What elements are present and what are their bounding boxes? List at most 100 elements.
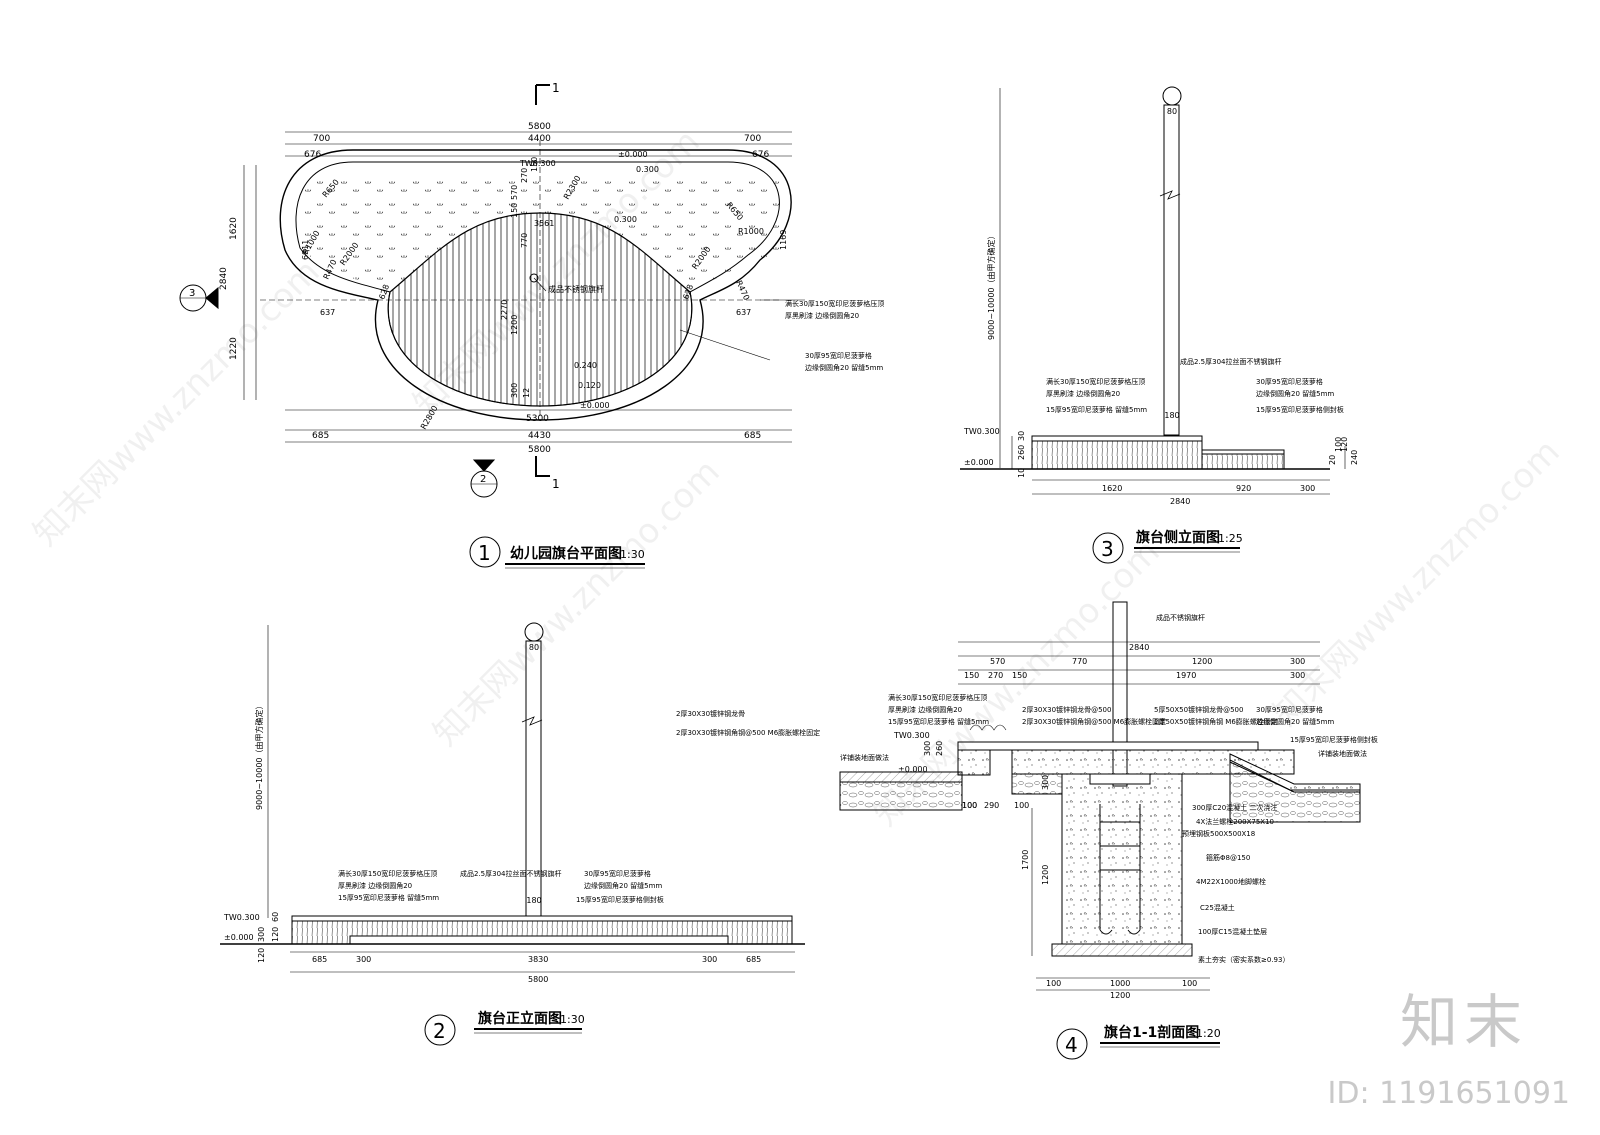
front-base [349, 935, 729, 945]
section-dim-top: 270 [988, 671, 1003, 680]
plan-dim-top-total: 5800 [528, 122, 551, 132]
plan-dim-top: 700 [744, 134, 761, 144]
plan-level: ±0.000 [618, 150, 648, 159]
section-dim-foot: 100 [962, 801, 977, 810]
front-dim-left: 120 [257, 948, 266, 963]
section-found-note: 4X法兰螺栓200X75X10 [1196, 817, 1274, 826]
section-title-number: 4 [1065, 1033, 1078, 1057]
side-planter [1031, 438, 1203, 470]
section-found-note: 100厚C15混凝土垫层 [1198, 927, 1267, 936]
front-title-bubble [424, 1014, 456, 1046]
section-foundation [1061, 773, 1183, 945]
section-mark-top [535, 84, 550, 105]
plan-dim-bottom: 5800 [528, 445, 551, 455]
section-dim-top: 1970 [1176, 671, 1196, 680]
side-pole [1163, 104, 1180, 436]
plan-title-number: 1 [478, 541, 491, 565]
plan-dim-inner: 637 [320, 308, 335, 317]
section-gravel-left [839, 781, 963, 811]
section-ground-right-label: 详铺装地面做法 [1318, 749, 1367, 758]
section-note-mid2: 5厚50X50镀锌钢龙骨@500 [1154, 705, 1243, 714]
front-pole-ball [524, 622, 544, 642]
front-elevation [220, 622, 805, 973]
side-texts: 80 180 9000~10000（由甲方确定） 成品2.5厚304拉丝面不锈钢… [963, 107, 1359, 564]
plan-note-a: 满长30厚150宽印尼菠萝格压顶 [785, 299, 884, 308]
plan-radius: R1000 [738, 227, 764, 236]
plan-dim-top: 676 [752, 150, 769, 160]
front-note-mid: 30厚95宽印尼菠萝格 [584, 869, 651, 878]
section-texts: 成品不锈钢旗杆 2840 570 770 1200 300 150 270 15… [840, 613, 1378, 1060]
section-dim-top: 300 [1290, 671, 1305, 680]
front-dim-bottom: 685 [746, 955, 761, 964]
section-dim-top: 150 [964, 671, 979, 680]
front-ball-dim: 80 [529, 643, 539, 652]
section-dim-foot: 100 [1014, 801, 1029, 810]
side-step [1201, 451, 1285, 470]
section-scale: 1:20 [1196, 1027, 1221, 1040]
section-gravel-mid [1011, 773, 1063, 795]
side-note-left: 厚黑刷漆 边缘倒圆角20 [1046, 389, 1120, 398]
front-note-left: 满长30厚150宽印尼菠萝格压顶 [338, 869, 437, 878]
plan-dim-bottom: 4430 [528, 431, 551, 441]
plan-note-b: 边缘倒圆角20 留缝5mm [805, 363, 883, 372]
plan-level: 0.300 [636, 165, 659, 174]
plan-dim-bottom: 5300 [526, 414, 549, 424]
side-dim-right: 120 [1340, 437, 1349, 452]
section-dim-top: 570 [990, 657, 1005, 666]
front-note-left: 15厚95宽印尼菠萝格 留缝5mm [338, 893, 439, 902]
front-scale: 1:30 [560, 1013, 585, 1026]
section-note-right: 30厚95宽印尼菠萝格 [1256, 705, 1323, 714]
section-dim-bottom: 1200 [1110, 991, 1130, 1000]
front-pole-dim: 180 [526, 896, 541, 905]
front-dim-left: 300 [257, 927, 266, 942]
section-note-right2: 15厚95宽印尼菠萝格侧封板 [1290, 735, 1378, 744]
plan-dim-inner: 3561 [534, 219, 554, 228]
plan-elev3-label: 3 [189, 288, 195, 299]
section-deck [957, 741, 1259, 751]
section-dim-top: 150 [1012, 671, 1027, 680]
section-note-left: 15厚95宽印尼菠萝格 留缝5mm [888, 717, 989, 726]
side-title: 旗台侧立面图 [1136, 529, 1220, 546]
plan-note-a: 厚黑刷漆 边缘倒圆角20 [785, 311, 859, 320]
section-pole-label: 成品不锈钢旗杆 [1156, 613, 1205, 622]
side-dim-bottom: 1620 [1102, 484, 1122, 493]
side-pole-height: 9000~10000（由甲方确定） [986, 231, 996, 340]
section-dim-foot: 290 [984, 801, 999, 810]
plan-dim-inner: 150 [510, 203, 519, 218]
section-dim-left: 1200 [1041, 865, 1050, 885]
plan-dim-inner: 12 [522, 388, 531, 398]
plan-title: 幼儿园旗台平面图 [510, 545, 622, 562]
side-dim-right: 240 [1350, 450, 1359, 465]
section-dim-top: 770 [1072, 657, 1087, 666]
plan-dim-inner: 2270 [500, 300, 509, 320]
side-dim-bottom: 920 [1236, 484, 1251, 493]
section-found-note: 箍筋Φ8@150 [1206, 853, 1250, 862]
plan-dim-inner: 770 [520, 233, 529, 248]
side-dim-left: 30 [1017, 431, 1026, 441]
plan-view [179, 84, 805, 498]
plan-level: 0.240 [574, 361, 597, 370]
front-dim-bottom: 685 [312, 955, 327, 964]
section-mark-bottom [535, 456, 550, 477]
section-found-note: C25混凝土 [1200, 903, 1235, 912]
side-dim-left: 10 [1017, 468, 1026, 478]
side-pole-note: 成品2.5厚304拉丝面不锈钢旗杆 [1180, 357, 1282, 366]
side-note-left: 满长30厚150宽印尼菠萝格压顶 [1046, 377, 1145, 386]
plan-dim-inner: 270 [520, 168, 529, 183]
side-note-right: 边缘倒圆角20 留缝5mm [1256, 389, 1334, 398]
front-title: 旗台正立面图 [478, 1010, 562, 1027]
plan-dim-left: 2840 [219, 267, 229, 290]
side-dim-bottom: 2840 [1170, 497, 1190, 506]
plan-dim-inner: 6911 [301, 240, 310, 260]
section-dim-left: 300 [1041, 775, 1050, 790]
plan-pole-label: 成品不锈钢旗杆 [548, 284, 604, 294]
side-title-bubble [1092, 532, 1124, 564]
section-dim-top: 300 [1290, 657, 1305, 666]
section-dim-left: 1700 [1021, 850, 1030, 870]
section-level: ±0.000 [898, 765, 928, 774]
section-note-right: 边缘倒圆角20 留缝5mm [1256, 717, 1334, 726]
plan-turf [300, 180, 780, 292]
plan-level: 0.120 [578, 381, 601, 390]
plan-dim-inner: 150 [530, 157, 539, 172]
